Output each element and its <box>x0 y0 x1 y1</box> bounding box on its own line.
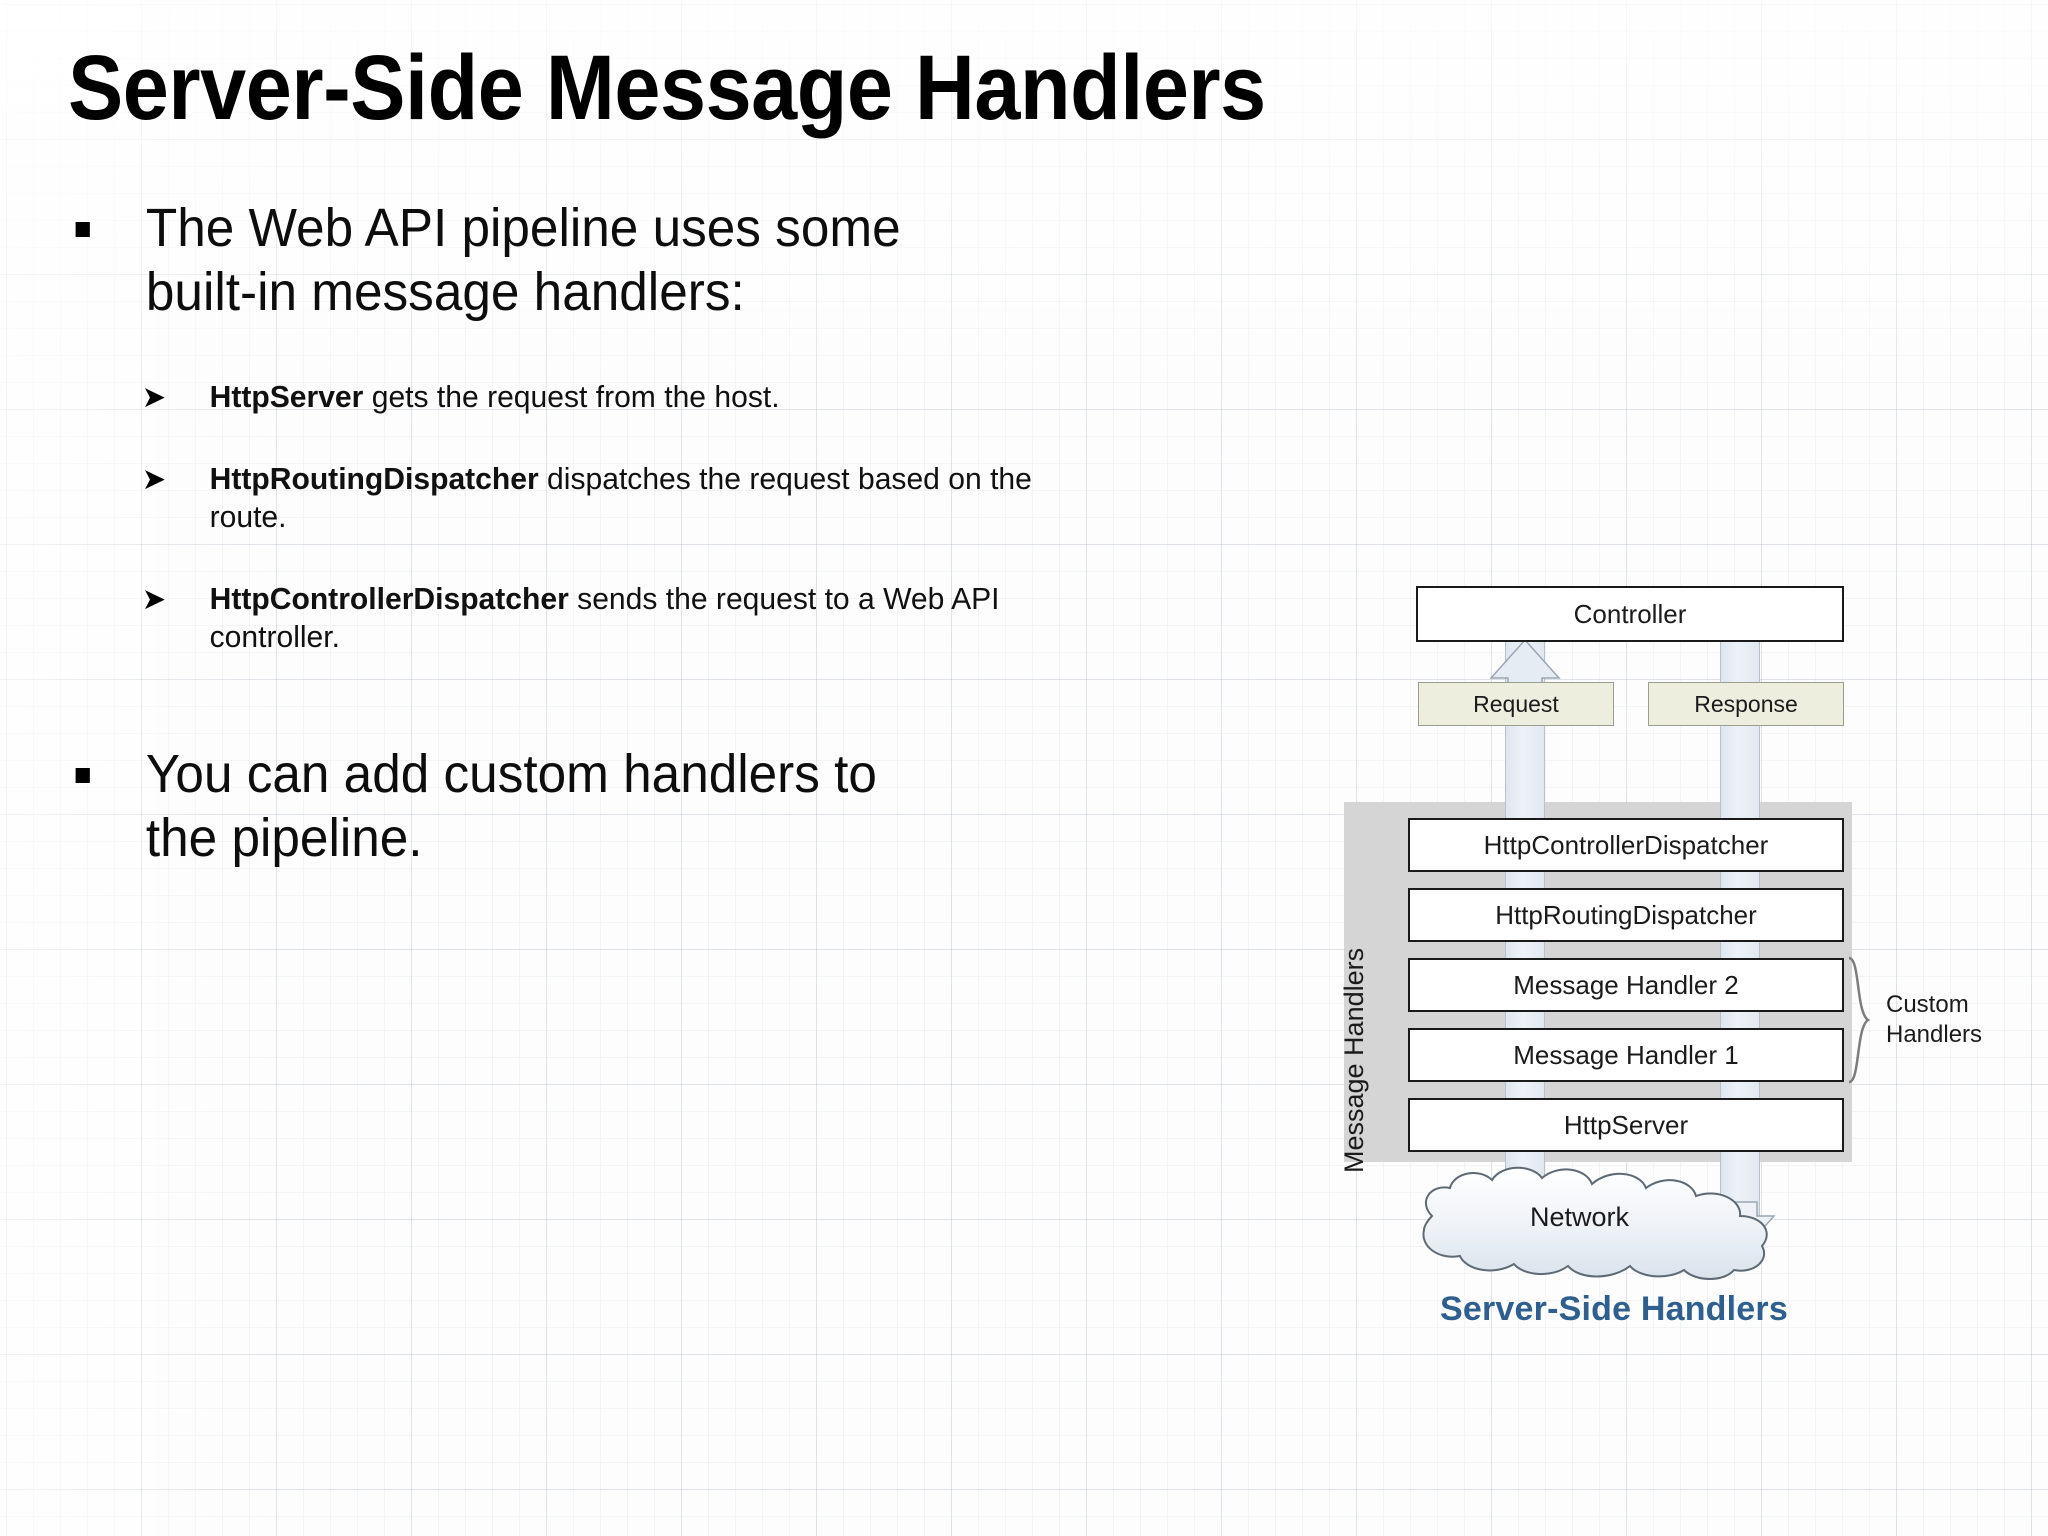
handler-label: Message Handler 2 <box>1513 969 1739 1000</box>
response-label: Response <box>1694 690 1798 717</box>
bullet-term: HttpServer <box>209 379 364 414</box>
bullet-text: The Web API pipeline uses some built-in … <box>145 198 901 322</box>
bullet-text: dispatches the request based on the rout… <box>209 461 1032 534</box>
bullet-term: HttpRoutingDispatcher <box>209 461 539 496</box>
network-label: Network <box>1530 1202 1630 1232</box>
slide-body: The Web API pipeline uses some built-in … <box>68 196 1068 870</box>
diagram-caption: Server-Side Handlers <box>1440 1290 1788 1328</box>
server-side-handlers-diagram: Controller Request Response Message Hand… <box>1330 586 2030 1328</box>
handler-label: HttpServer <box>1563 1109 1689 1140</box>
handler-label: Message Handler 1 <box>1513 1039 1739 1070</box>
message-handlers-label: Message Handlers <box>1339 947 1369 1173</box>
controller-label: Controller <box>1573 598 1687 629</box>
request-label-box: Request <box>1418 682 1614 726</box>
bullet-item-sub-3: ➤ HttpControllerDispatcher sends the req… <box>68 580 1038 656</box>
handler-box-httproutingdispatcher: HttpRoutingDispatcher <box>1408 888 1844 942</box>
custom-handlers-line1: Custom <box>1886 991 1969 1018</box>
network-cloud-icon <box>1422 1166 1768 1280</box>
custom-handlers-label: Custom Handlers <box>1886 990 2046 1050</box>
bullet-item-primary-1: The Web API pipeline uses some built-in … <box>68 196 1018 324</box>
handler-box-httpcontrollerdispatcher: HttpControllerDispatcher <box>1408 818 1844 872</box>
spacer <box>68 324 1068 378</box>
custom-handlers-brace-icon <box>1848 956 1871 1084</box>
bullet-item-primary-2: You can add custom handlers to the pipel… <box>68 742 944 870</box>
page-title: Server-Side Message Handlers <box>68 37 1266 139</box>
handler-label: HttpControllerDispatcher <box>1483 829 1769 860</box>
request-arrowhead-icon <box>1489 638 1561 690</box>
handler-box-message-handler-2: Message Handler 2 <box>1408 958 1844 1012</box>
request-label: Request <box>1473 690 1559 717</box>
spacer <box>68 536 1068 580</box>
response-label-box: Response <box>1648 682 1844 726</box>
bullet-item-sub-1: ➤ HttpServer gets the request from the h… <box>68 378 1038 416</box>
handler-box-httpserver: HttpServer <box>1408 1098 1844 1152</box>
spacer <box>68 656 1068 742</box>
bullet-item-sub-2: ➤ HttpRoutingDispatcher dispatches the r… <box>68 460 1038 536</box>
arrow-bullet-icon: ➤ <box>141 463 167 496</box>
handler-label: HttpRoutingDispatcher <box>1495 899 1757 930</box>
controller-box: Controller <box>1416 586 1844 642</box>
bullet-term: HttpControllerDispatcher <box>209 581 569 616</box>
square-bullet-icon <box>75 768 90 783</box>
square-bullet-icon <box>75 222 90 237</box>
spacer <box>68 416 1068 460</box>
arrow-bullet-icon: ➤ <box>141 583 167 616</box>
arrow-bullet-icon: ➤ <box>141 381 167 414</box>
bullet-text: gets the request from the host. <box>363 379 780 414</box>
custom-handlers-line2: Handlers <box>1886 1021 1983 1048</box>
bullet-text: You can add custom handlers to the pipel… <box>145 744 877 868</box>
handler-box-message-handler-1: Message Handler 1 <box>1408 1028 1844 1082</box>
bullet-text: sends the request to a Web API controlle… <box>209 581 1000 654</box>
